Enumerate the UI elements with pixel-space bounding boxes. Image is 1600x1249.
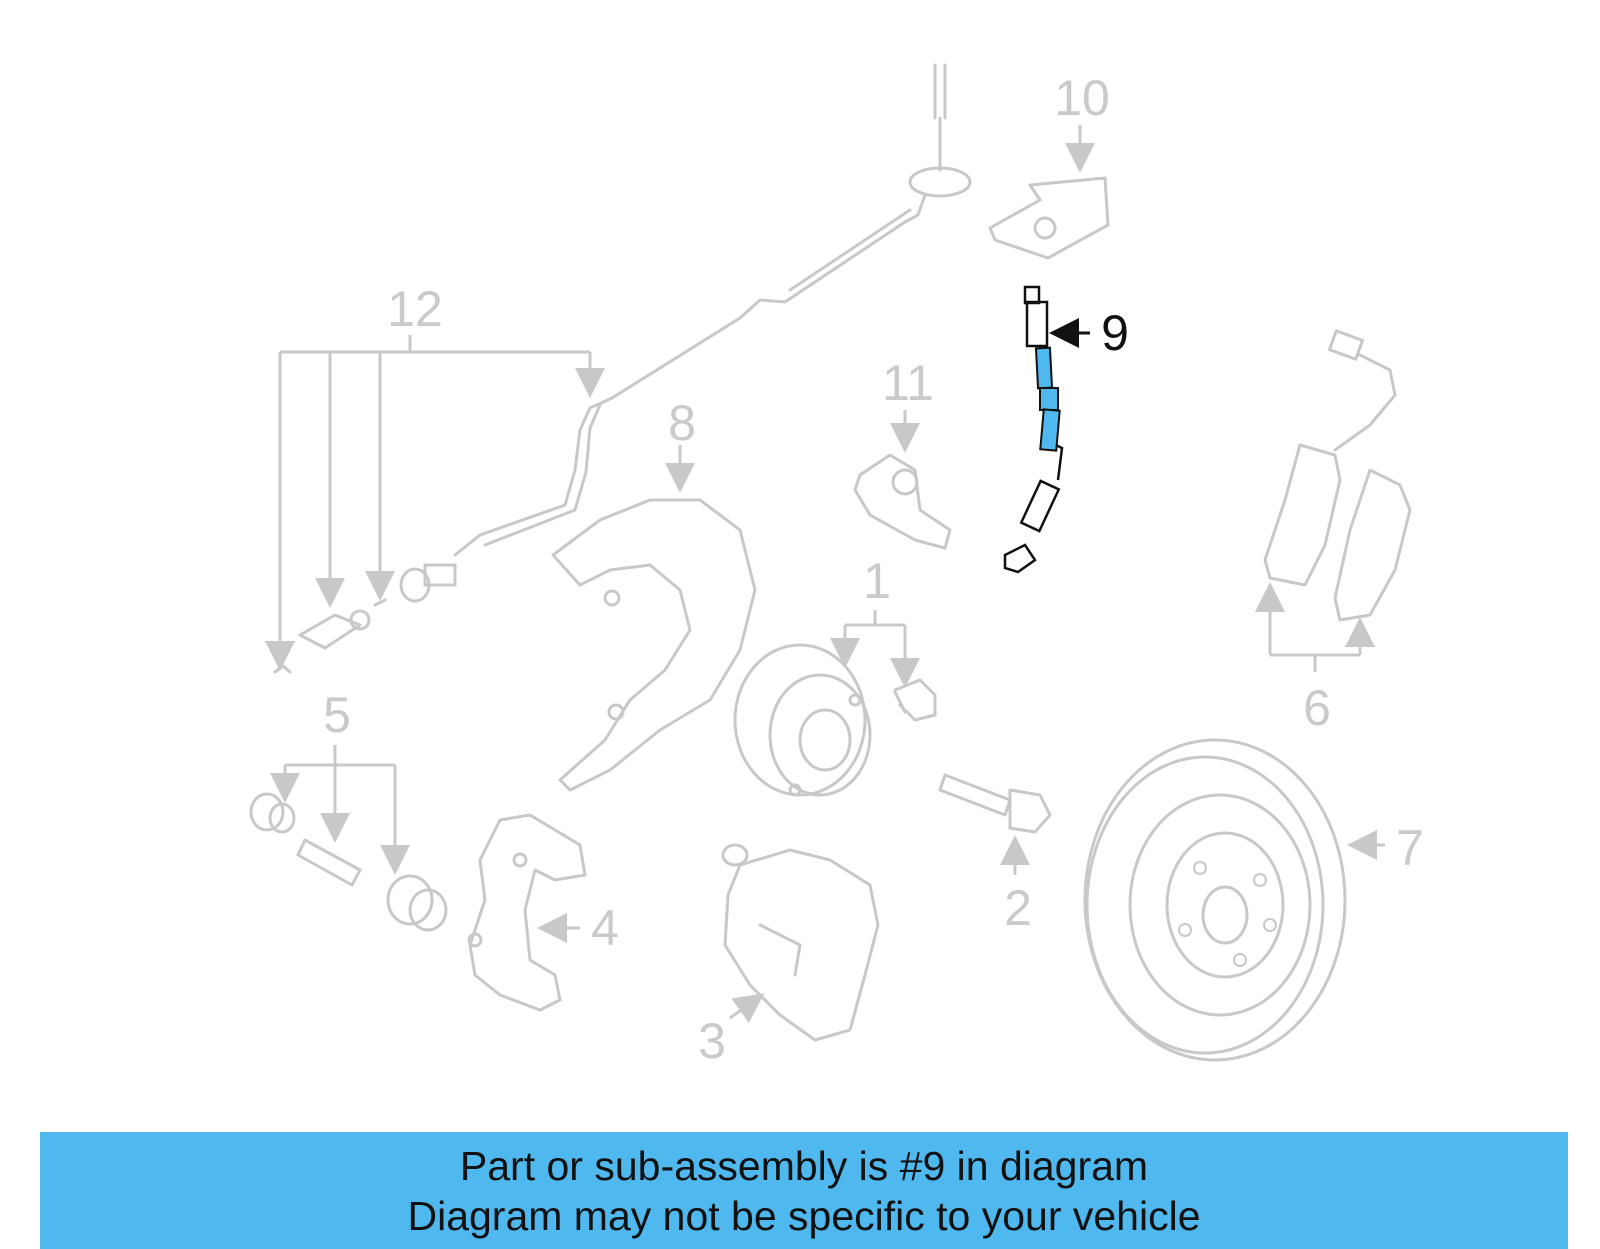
callout-5[interactable]: 5 <box>323 687 351 743</box>
callout-1[interactable]: 1 <box>863 553 891 609</box>
part-2-bolt: 2 <box>938 773 1052 936</box>
part-6-brake-pads: 6 <box>1255 329 1412 736</box>
banner-line-2: Diagram may not be specific to your vehi… <box>407 1192 1201 1239</box>
part-8-splash-shield: 8 <box>551 395 757 792</box>
part-7-rotor: 7 <box>1083 738 1424 1062</box>
part-12-harness: 12 <box>265 63 972 674</box>
callout-10[interactable]: 10 <box>1054 70 1110 126</box>
callout-2[interactable]: 2 <box>1004 880 1032 936</box>
banner-line-1: Part or sub-assembly is #9 in diagram <box>459 1142 1149 1189</box>
callout-7[interactable]: 7 <box>1396 820 1424 876</box>
part-5-guide-pin-kit: 5 <box>249 687 448 932</box>
callout-9[interactable]: 9 <box>1101 305 1129 361</box>
callout-12[interactable]: 12 <box>387 281 443 337</box>
part-3-caliper: 3 <box>698 843 880 1069</box>
callout-6[interactable]: 6 <box>1303 680 1331 736</box>
part-11-sensor: 11 <box>853 355 952 550</box>
part-9-sensor: 9 <box>1003 285 1129 574</box>
callout-4[interactable]: 4 <box>591 900 619 956</box>
part-10-bracket: 10 <box>988 70 1110 260</box>
part-1-hub: 1 <box>733 553 937 797</box>
part-4-caliper-bracket: 4 <box>467 813 619 1012</box>
info-banner: Part or sub-assembly is #9 in diagram Di… <box>40 1132 1568 1249</box>
callout-11[interactable]: 11 <box>882 355 934 411</box>
callout-3[interactable]: 3 <box>698 1013 726 1069</box>
callout-8[interactable]: 8 <box>668 395 696 451</box>
